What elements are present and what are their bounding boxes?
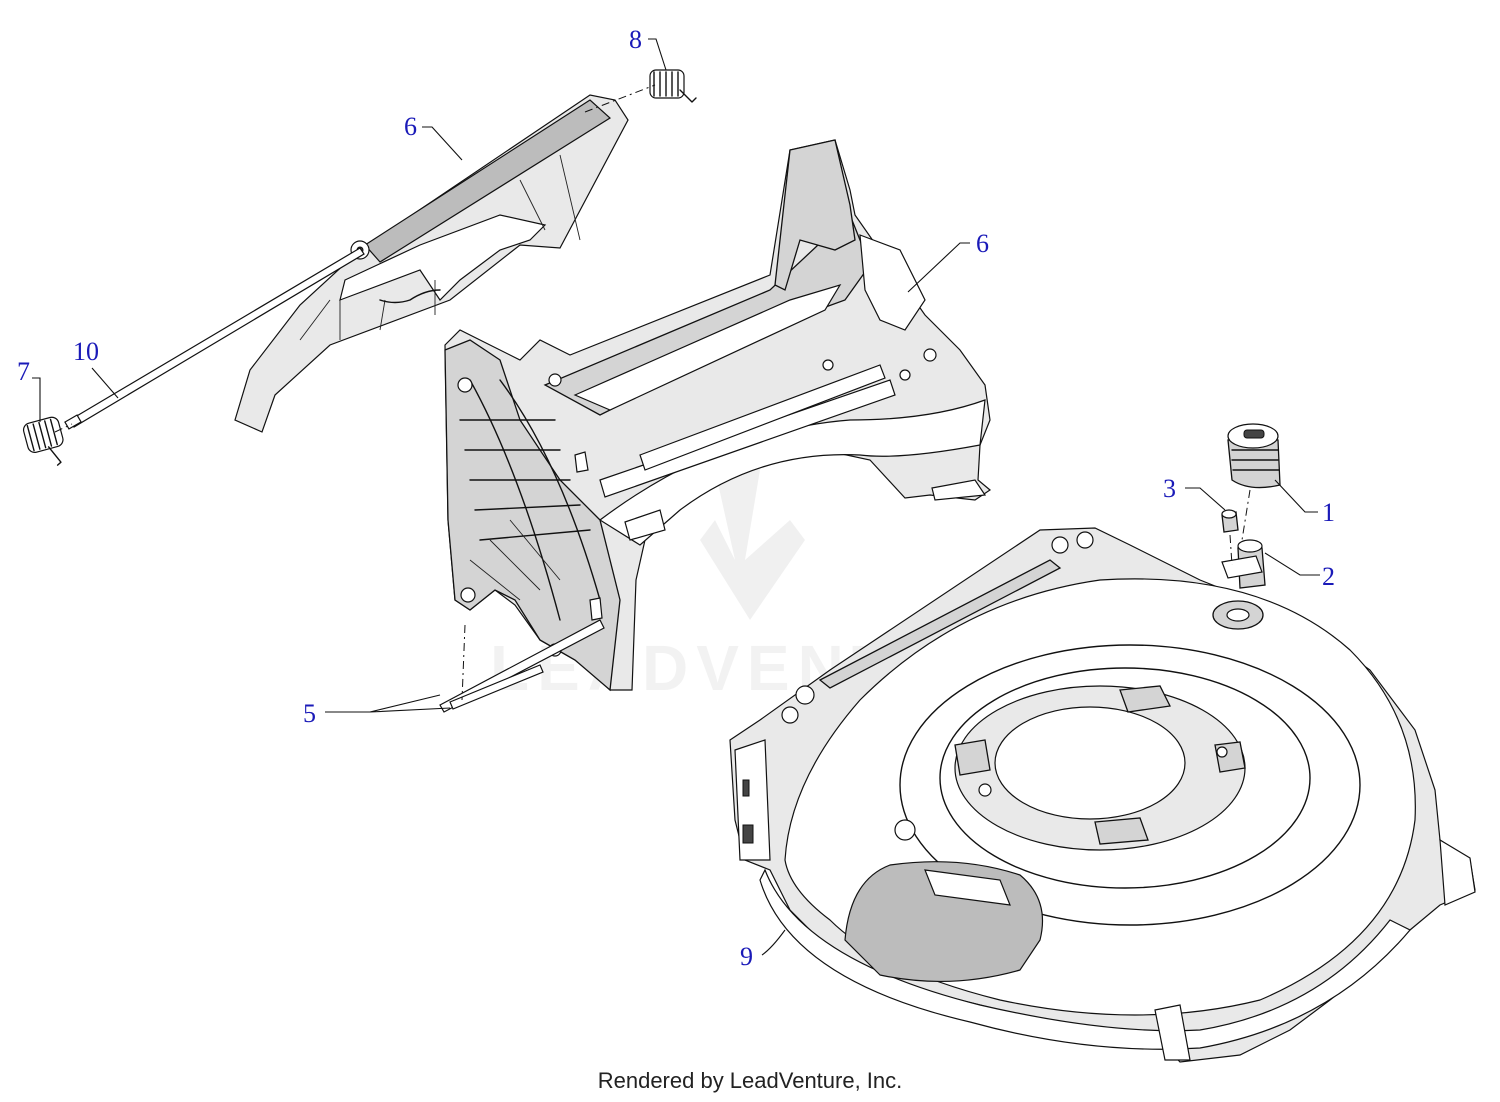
callout-3: 3 — [1163, 474, 1176, 503]
callout-7: 7 — [17, 357, 30, 386]
assembly-line-8 — [584, 84, 656, 113]
part-3-screw[interactable] — [1221, 509, 1239, 533]
assembly-line-3 — [1229, 534, 1233, 566]
leader-9 — [761, 929, 786, 956]
callout-5: 5 — [303, 699, 316, 728]
part-6-rear-frame[interactable] — [444, 139, 992, 692]
leader-3 — [1185, 487, 1226, 511]
callout-2: 2 — [1322, 562, 1335, 591]
part-9-deck[interactable] — [729, 527, 1476, 1063]
leader-10 — [91, 367, 119, 399]
leader-2 — [1264, 552, 1320, 576]
leader-6b — [907, 242, 970, 293]
part-7-spring-lower[interactable] — [22, 416, 69, 472]
part-2-fitting[interactable] — [1221, 539, 1266, 589]
part-8-spring-upper[interactable] — [649, 69, 697, 103]
callout-9: 9 — [740, 942, 753, 971]
callout-6-lower: 6 — [976, 229, 989, 258]
part-1-cap[interactable] — [1227, 423, 1281, 489]
leader-1 — [1274, 479, 1318, 513]
part-5-screws[interactable] — [439, 619, 605, 713]
assembly-line-1 — [1241, 489, 1251, 541]
callout-8: 8 — [629, 25, 642, 54]
leader-6a — [422, 126, 463, 161]
assembly-line-5 — [461, 624, 466, 701]
leader-7 — [32, 377, 41, 422]
callout-6-upper: 6 — [404, 112, 417, 141]
part-10-rod[interactable] — [64, 247, 365, 430]
part-6-rear-flap[interactable] — [234, 94, 629, 433]
assembly-line-7 — [54, 423, 73, 433]
callout-1: 1 — [1322, 498, 1335, 527]
footer-credit: Rendered by LeadVenture, Inc. — [597, 1068, 903, 1093]
callout-10: 10 — [73, 337, 99, 366]
leader-8 — [648, 38, 667, 71]
leader-5 — [325, 694, 451, 713]
